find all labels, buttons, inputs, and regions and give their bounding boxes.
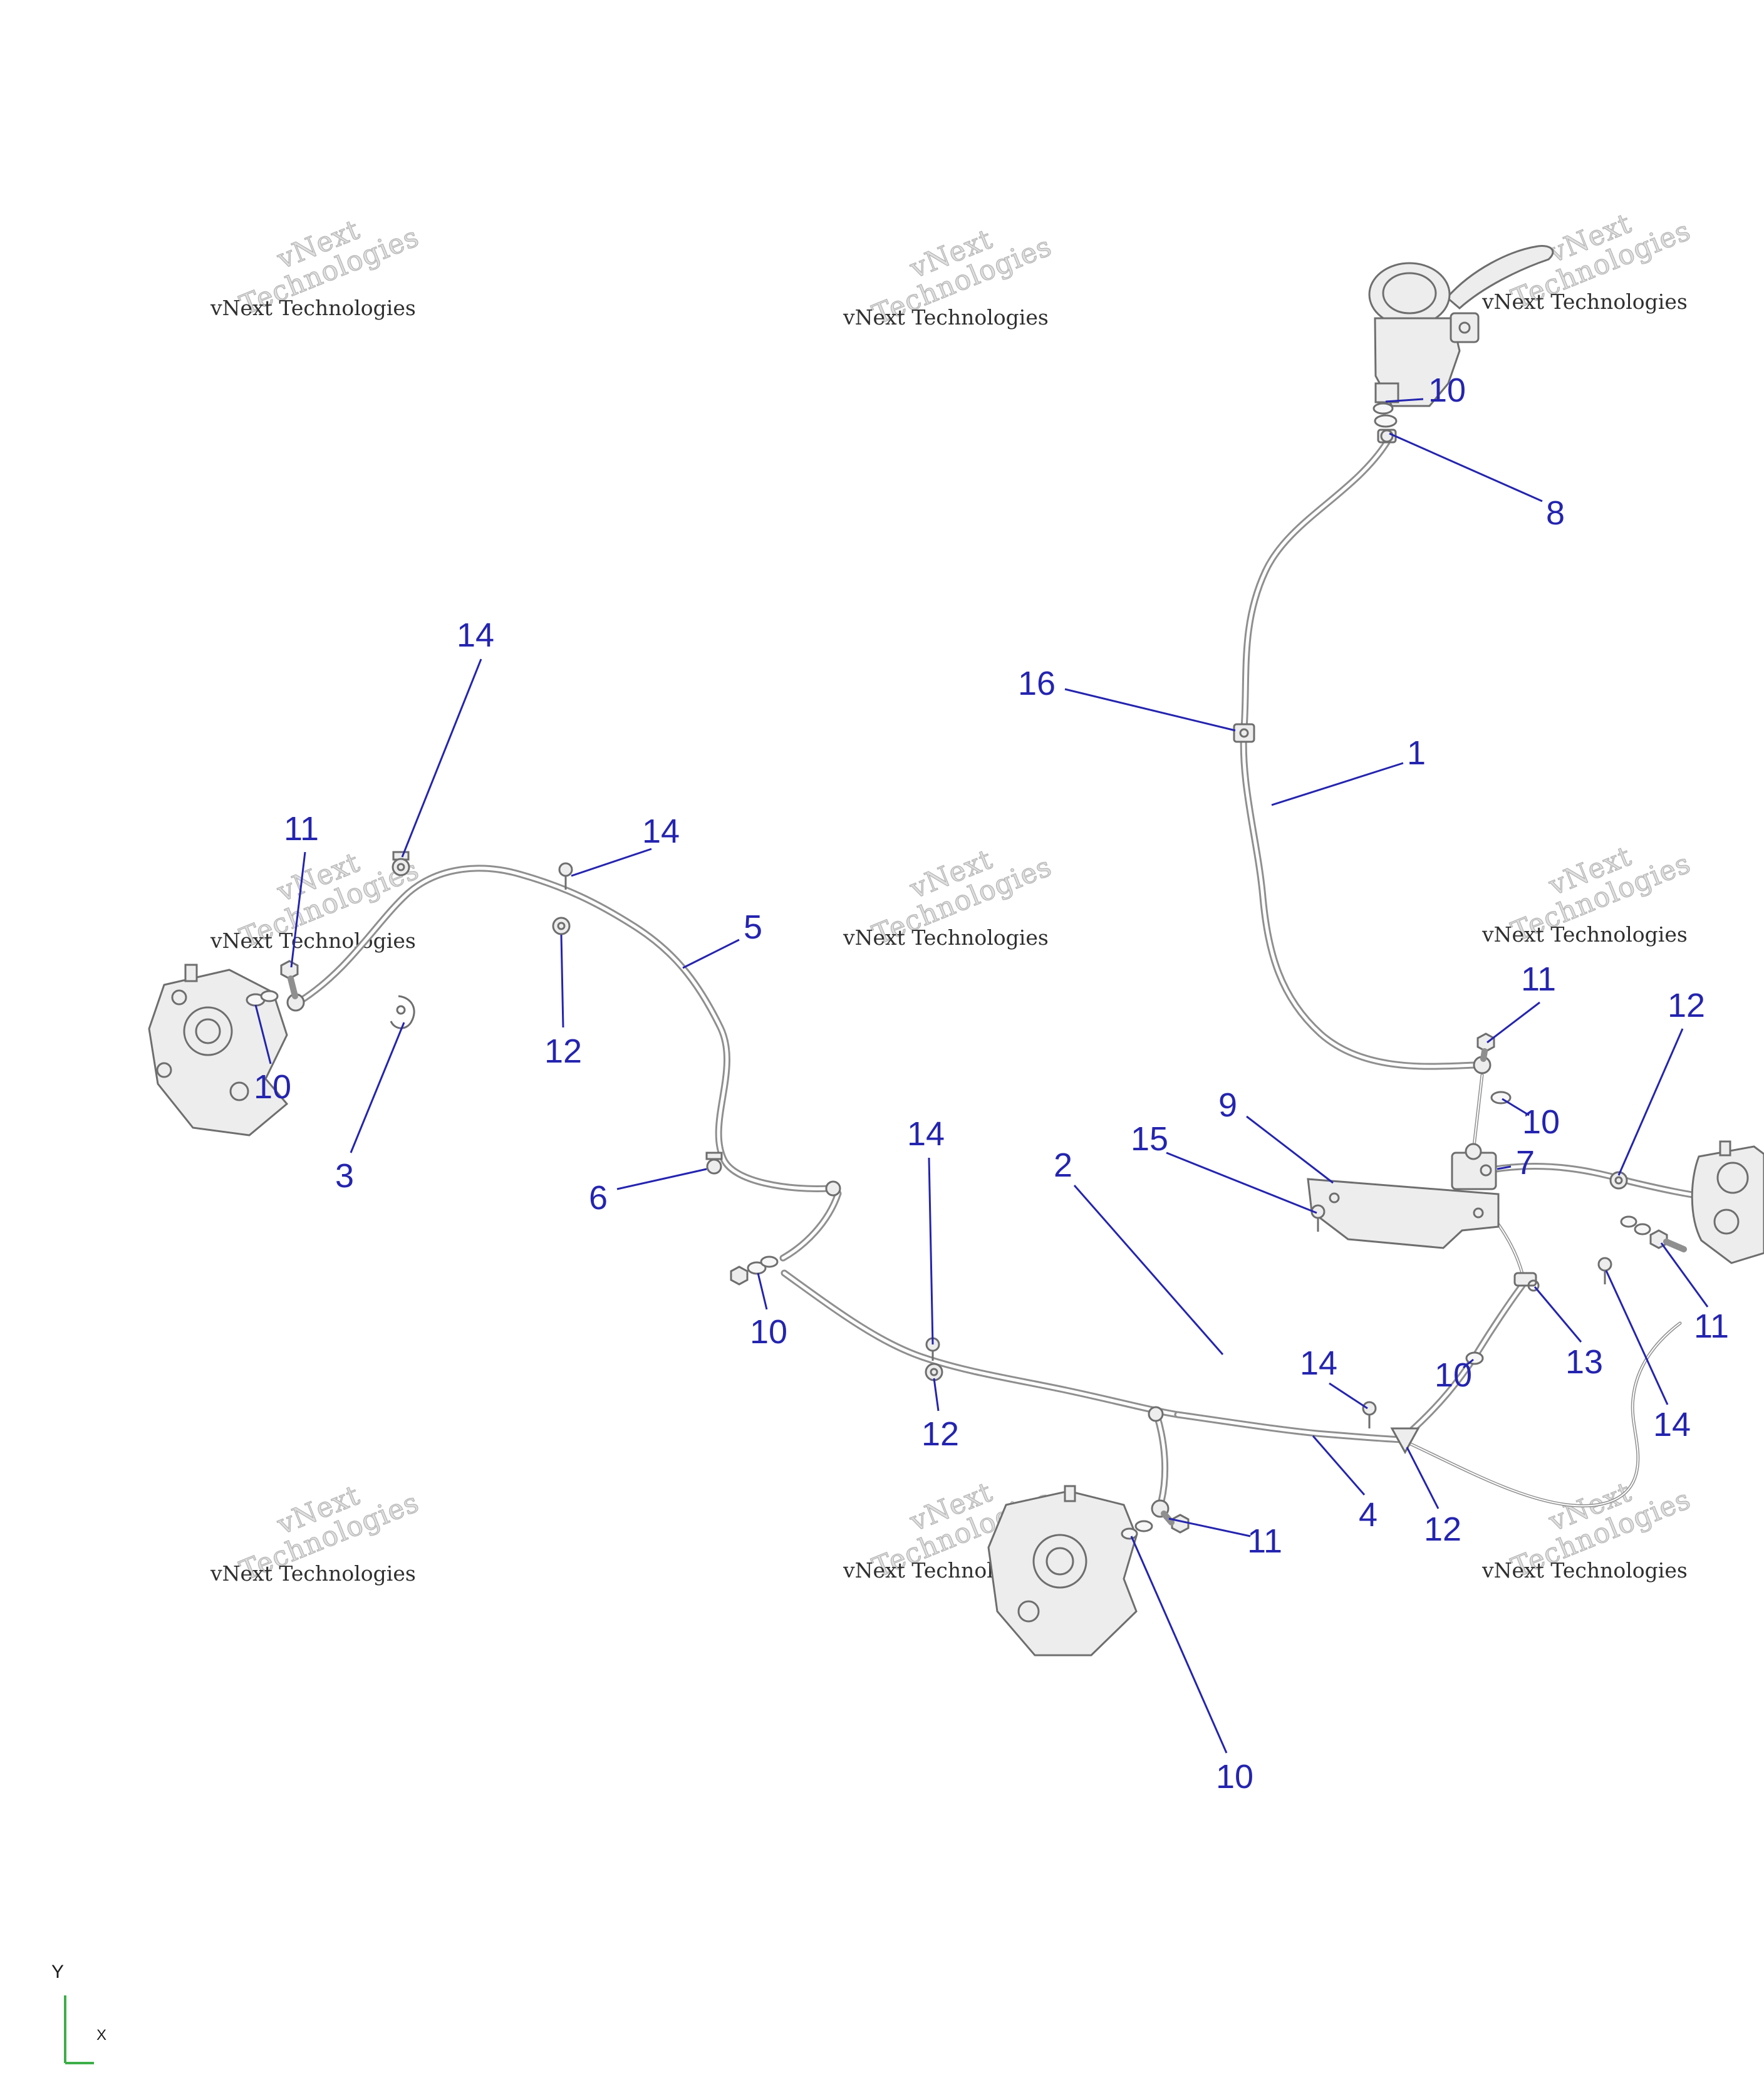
leader-line: [1660, 1242, 1709, 1308]
leader-line: [1486, 1001, 1540, 1044]
leader-line: [928, 1157, 934, 1345]
rigid-brake-line: [1409, 1075, 1680, 1506]
rear-caliper: [987, 1485, 1190, 1656]
leader-line: [1130, 1536, 1228, 1754]
leader-line: [1312, 1435, 1366, 1495]
leader-line: [571, 848, 652, 877]
clips-and-screws: [390, 723, 1628, 1455]
leader-lines-group: [254, 398, 1709, 1754]
brake-hose-master: [1243, 442, 1476, 1066]
leader-line: [401, 658, 482, 858]
leader-line: [1385, 398, 1424, 403]
front-left-caliper: [148, 960, 305, 1136]
leader-line: [1073, 1185, 1224, 1355]
leader-line: [1389, 432, 1543, 502]
mounting-bracket: [1307, 1178, 1500, 1249]
leader-line: [1497, 1165, 1512, 1170]
master-cylinder: [1368, 245, 1554, 444]
leader-line: [1463, 1358, 1474, 1369]
leader-line: [1533, 1286, 1582, 1343]
leader-line: [1168, 1517, 1251, 1537]
leader-line: [757, 1272, 768, 1310]
leader-line: [1329, 1382, 1368, 1410]
leader-line: [1246, 1115, 1334, 1184]
leader-line: [1502, 1098, 1530, 1116]
leader-line: [1617, 1028, 1684, 1176]
leader-line: [1064, 688, 1236, 732]
axis-y-label: Y: [51, 1962, 65, 1982]
leader-line: [1271, 762, 1404, 806]
leader-line: [1166, 1152, 1317, 1214]
leader-line: [290, 851, 306, 968]
leader-line: [1605, 1270, 1669, 1405]
leader-line: [350, 1022, 405, 1153]
axis-x-label: X: [96, 2027, 107, 2044]
leader-line: [933, 1378, 940, 1412]
leader-line: [682, 939, 740, 969]
axis-lines: [64, 1995, 94, 2064]
leader-line: [560, 934, 564, 1028]
leader-line: [1406, 1447, 1440, 1509]
brake-line-rear: [784, 1167, 1696, 1501]
junction-block: [1451, 1143, 1497, 1190]
axis-indicator: Y X: [50, 1962, 157, 2080]
right-caliper: [1597, 1140, 1764, 1284]
leader-line: [254, 1004, 272, 1064]
leader-line: [616, 1168, 707, 1190]
